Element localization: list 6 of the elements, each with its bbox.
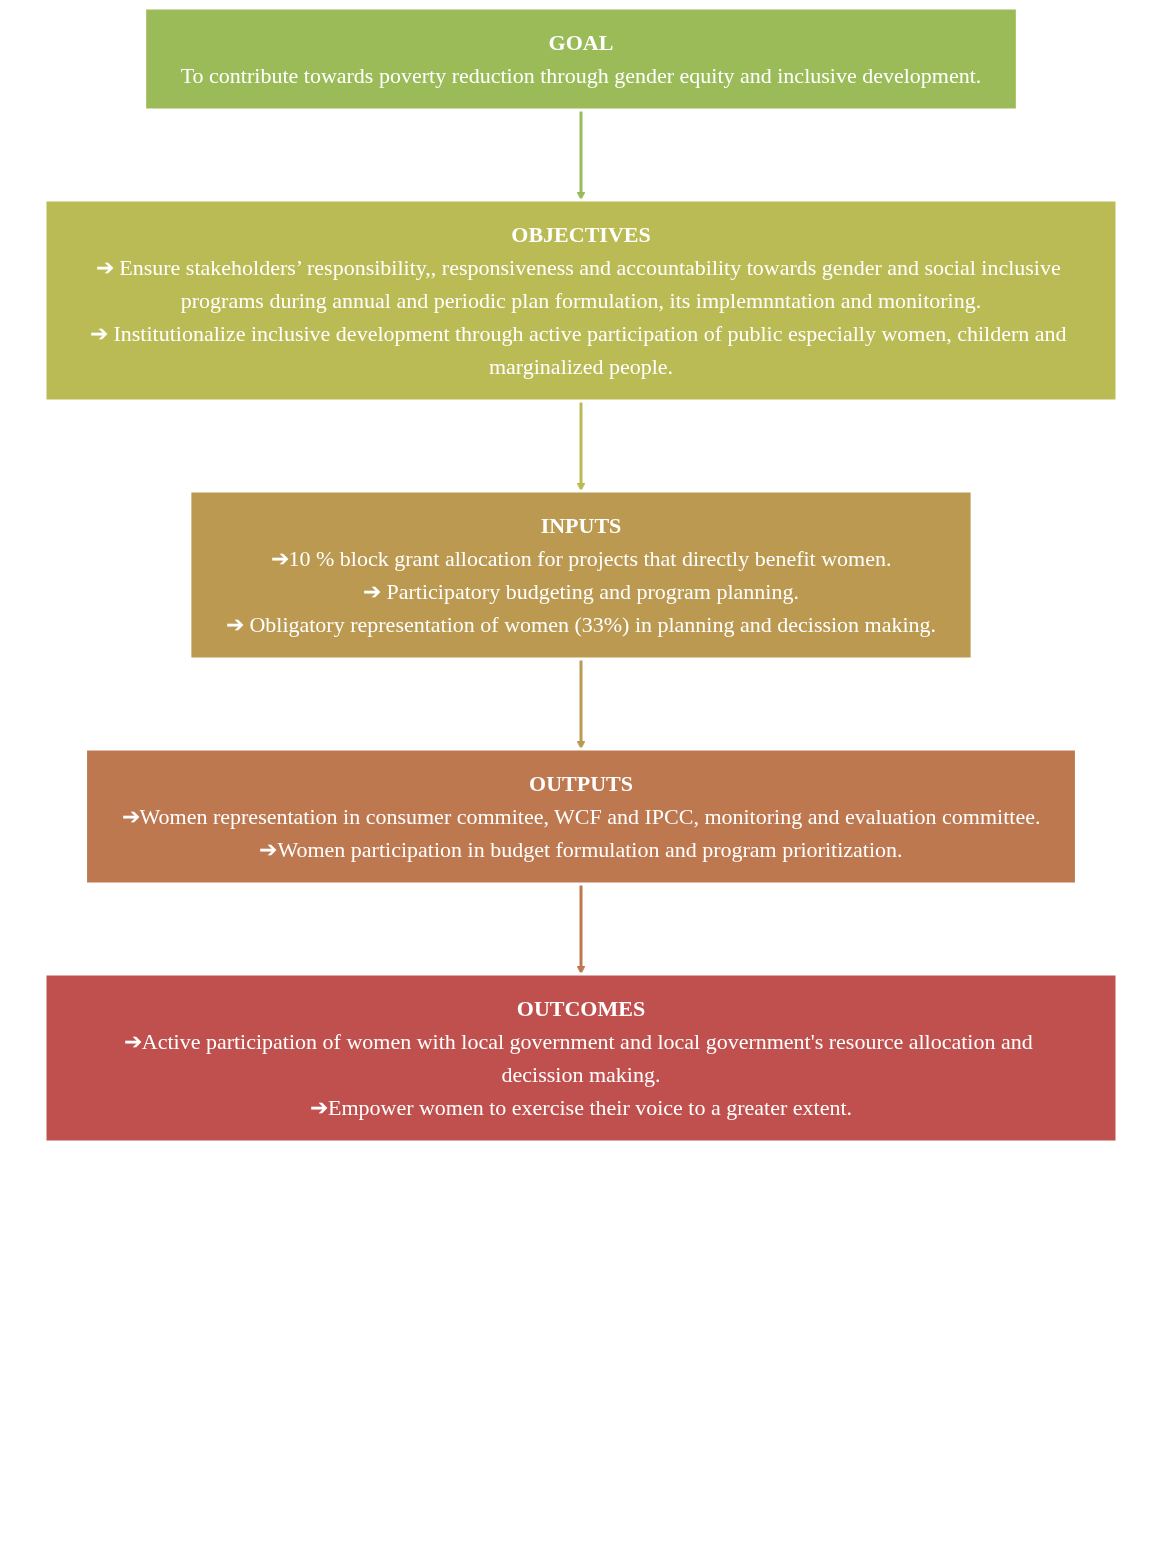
arrow — [576, 884, 585, 975]
arrow — [576, 659, 585, 750]
arrow — [576, 401, 585, 492]
arrow — [576, 110, 585, 201]
node-box: OBJECTIVES ➔ Ensure stakeholders’ responsibility,, responsiveness and accountability towards gender and social inclusive programs during annual and periodic plan formulation, its implemnntation and monitoring. ➔ Institutionalize inclusive development through active participation of public especially women, childern and marginalized people. — [43, 198, 1118, 403]
node-box: OUTCOMES ➔Active participation of women with local government and local government's resource allocation and decission making. ➔Empower women to exercise their voice to a greater extent. — [43, 972, 1118, 1144]
